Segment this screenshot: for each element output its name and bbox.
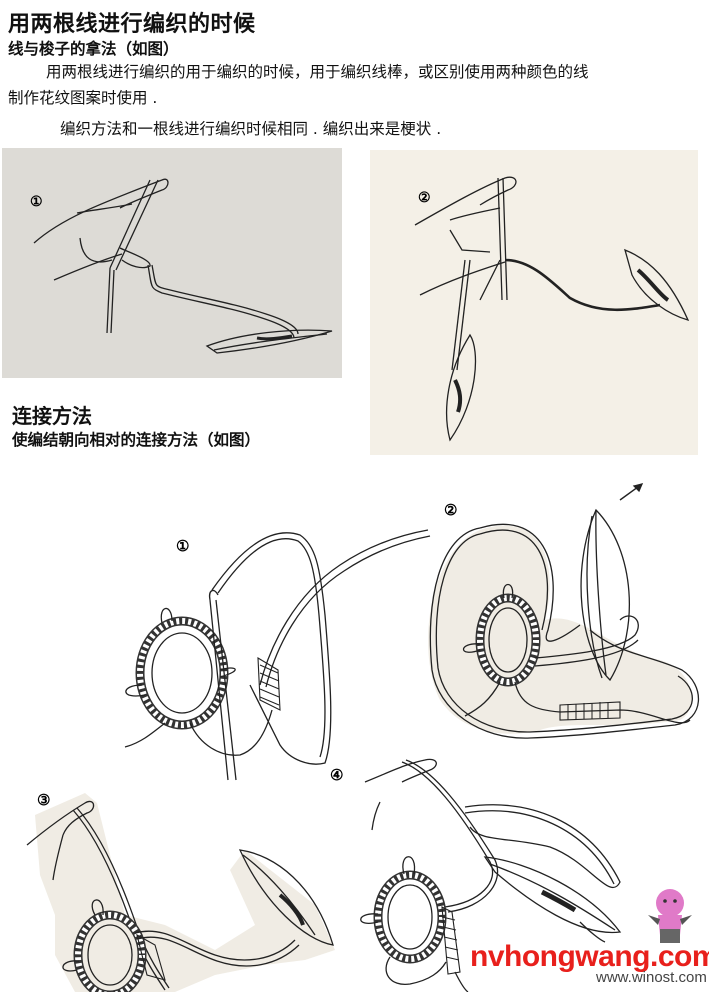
step-number-1: ① <box>30 194 43 210</box>
section-subtitle-holding: 线与梭子的拿法（如图） <box>8 40 179 58</box>
photo-step-1: ① <box>2 148 342 378</box>
watermark-brand: nvhongwang.com <box>470 940 709 973</box>
step-number-4: ④ <box>330 766 343 784</box>
diagram-step-2: ② <box>428 483 700 739</box>
paragraph-method: 编织方法和一根线进行编织时候相同 . 编织出来是梗状 . <box>60 120 442 138</box>
diagram-step-3: ③ <box>26 791 335 992</box>
paragraph-line-1: 用两根线进行编织的用于编织的时候，用于编织线棒，或区别使用两种颜色的线 <box>46 63 589 81</box>
step-number-3: ③ <box>37 791 50 809</box>
hand-shuttle-illustration-1: ① <box>30 178 333 354</box>
watermark-url: www.winost.com <box>596 969 707 986</box>
paragraph-line-2: 制作花纹图案时使用 . <box>8 89 158 107</box>
hand-two-shuttles-illustration: ② <box>414 176 690 442</box>
photo-step-2: ② <box>370 150 698 455</box>
diagram-step-1: ① <box>124 529 431 781</box>
section-title-connection: 连接方法 <box>12 404 92 428</box>
step-number-2: ② <box>418 190 431 206</box>
section-title-two-threads: 用两根线进行编织的时候 <box>8 12 256 37</box>
section-subtitle-connection: 使编结朝向相对的连接方法（如图） <box>12 431 261 449</box>
diagram-step-4: ④ <box>330 758 622 992</box>
step-number-1: ① <box>176 537 189 555</box>
step-number-2: ② <box>444 501 457 519</box>
watermark-mascot-icon <box>648 889 692 943</box>
